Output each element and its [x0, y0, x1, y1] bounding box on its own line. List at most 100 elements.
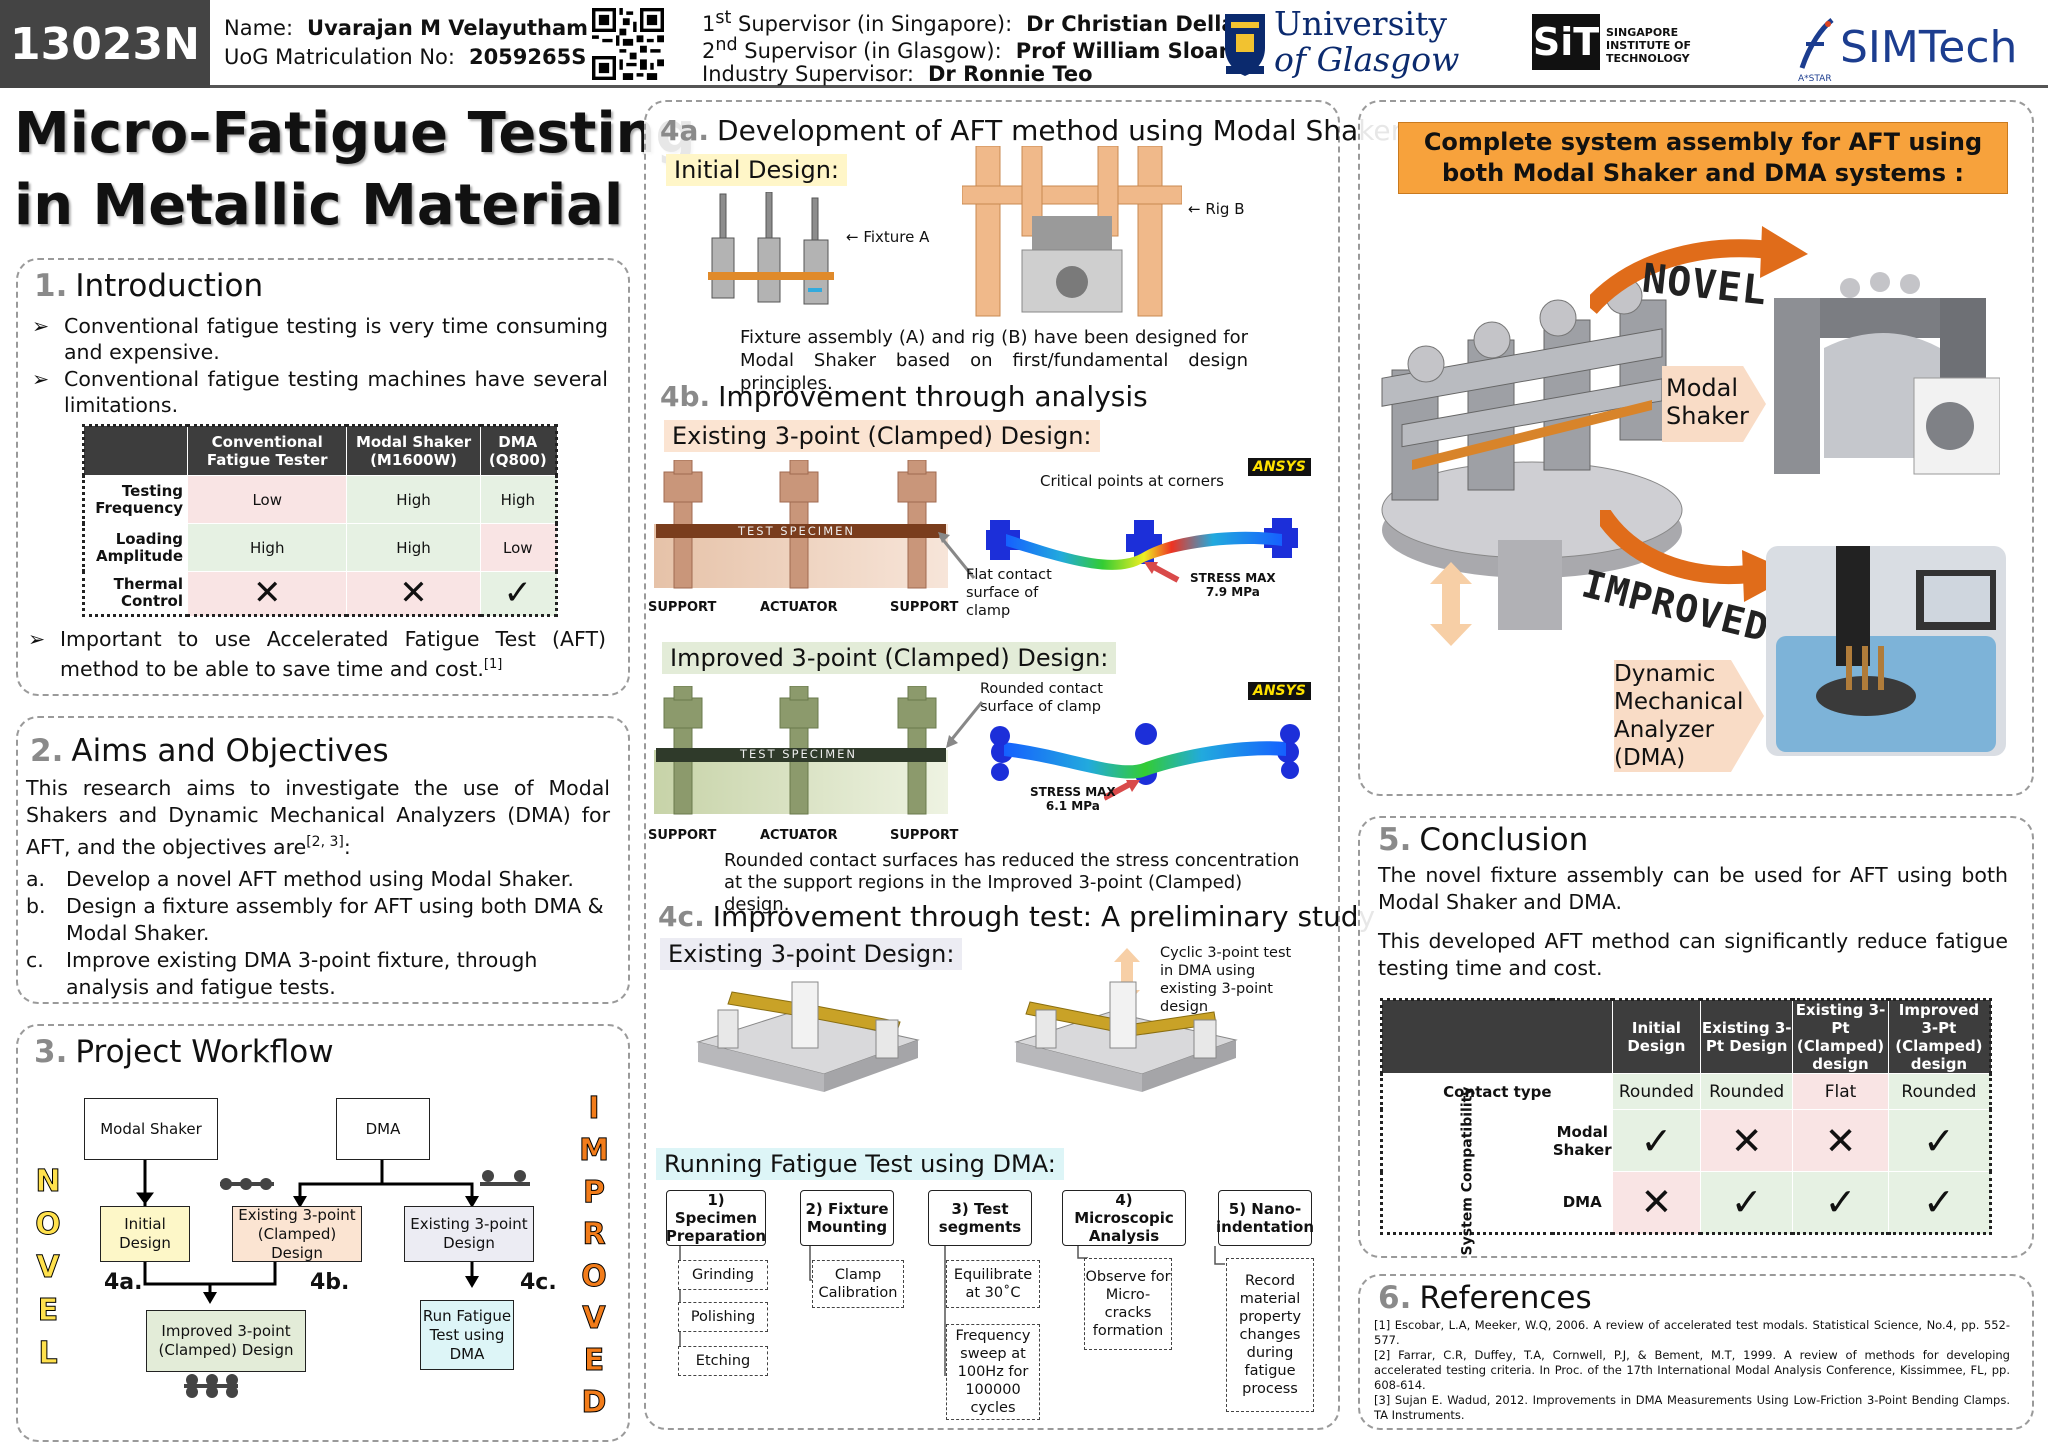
- reference-3: [3] Sujan E. Wadud, 2012. Improvements i…: [1374, 1393, 2010, 1422]
- astar-logo: A*STAR: [1798, 74, 1832, 84]
- cross-icon: ✕: [1792, 1109, 1889, 1172]
- intro-bullet-3: Important to use Accelerated Fatigue Tes…: [28, 626, 606, 682]
- references-heading: 6.References: [1378, 1280, 1592, 1316]
- dma-image: [1766, 546, 2006, 756]
- ansys-logo: ANSYS: [1248, 458, 1311, 476]
- aims-heading: 2.Aims and Objectives: [30, 733, 389, 769]
- industry-supervisor-line: Industry Supervisor:Dr Ronnie Teo: [702, 62, 1093, 86]
- novel-arrow-icon: [1590, 226, 1808, 315]
- supervisor1-line: 1st Supervisor (in Singapore):Dr Christi…: [702, 8, 1236, 36]
- running-fatigue-label: Running Fatigue Test using DMA:: [656, 1148, 1064, 1180]
- sit-logo: SiT: [1532, 14, 1600, 70]
- existing-clamp-diagram: [654, 460, 948, 589]
- s4b-improved-label: Improved 3-point (Clamped) Design:: [662, 642, 1117, 674]
- aims-text: This research aims to investigate the us…: [26, 776, 610, 859]
- s4c-existing-label: Existing 3-point Design:: [660, 938, 963, 970]
- test-specimen-label-2: TEST SPECIMEN: [740, 747, 857, 761]
- poster-id: 13023N: [0, 0, 210, 88]
- modal-row-label: Modal Shaker: [1551, 1109, 1613, 1172]
- simtech-logo: SIMTech: [1840, 22, 2018, 73]
- supervisor2-line: 2nd Supervisor (in Glasgow):Prof William…: [702, 35, 1234, 63]
- rig-b-label: ← Rig B: [1188, 200, 1245, 218]
- conclusion-p2: This developed AFT method can significan…: [1378, 929, 2008, 980]
- table-cell: High: [346, 475, 481, 524]
- vertical-motion-arrow-icon: [1430, 562, 1472, 646]
- check-icon: ✓: [1792, 1171, 1889, 1234]
- col-existing: Existing 3-Pt Design: [1700, 999, 1794, 1074]
- workflow-initial-design: Initial Design: [100, 1206, 190, 1262]
- poster-header: 13023N Name:Uvarajan M Velayutham UoG Ma…: [0, 0, 2048, 88]
- workflow-dma: DMA: [336, 1098, 430, 1160]
- aims-item-c: c.Improve existing DMA 3-point fixture, …: [26, 948, 538, 999]
- conclusion-p1: The novel fixture assembly can be used f…: [1378, 863, 2008, 914]
- s4c-heading: 4c.Improvement through test: A prelimina…: [658, 900, 1376, 933]
- workflow-existing-clamped: Existing 3-point (Clamped) Design: [232, 1206, 362, 1262]
- conclusion-comparison-table: Initial Design Existing 3-Pt Design Exis…: [1380, 998, 1992, 1255]
- table-cell: High: [346, 523, 481, 572]
- simtech-mark-icon: [1799, 18, 1834, 69]
- step-5-nanoindentation: 5) Nano-indentation: [1216, 1190, 1314, 1246]
- aims-item-a: a.Develop a novel AFT method using Modal…: [26, 867, 574, 891]
- cross-icon: ✕: [186, 571, 348, 616]
- actuator-label-2: ACTUATOR: [760, 828, 838, 843]
- qr-code-icon[interactable]: [592, 8, 664, 80]
- rig-b-image: [962, 146, 1182, 317]
- substep-equilibrate: Equilibrate at 30˚C: [946, 1260, 1040, 1308]
- col-modal: Modal Shaker (M1600W): [346, 425, 481, 476]
- col-initial: Initial Design: [1611, 999, 1702, 1074]
- stress-arrow-icon-2: [1104, 780, 1140, 801]
- check-icon: ✓: [1887, 1109, 1992, 1172]
- table-cell: Flat: [1792, 1073, 1889, 1110]
- cyclic-test-label: Cyclic 3-point test in DMA using existin…: [1160, 945, 1292, 1015]
- step-4-microscopic: 4) Microscopic Analysis: [1062, 1190, 1186, 1246]
- cross-icon: ✕: [1700, 1109, 1794, 1172]
- improved-clamp-diagram: [654, 686, 948, 815]
- ansys-logo-2: ANSYS: [1248, 682, 1311, 700]
- modal-shaker-image: [1774, 272, 2000, 475]
- workflow-label-4c: 4c.: [520, 1270, 557, 1295]
- improved-fea-stress-plot: [990, 723, 1300, 785]
- intro-comparison-table: Conventional Fatigue Tester Modal Shaker…: [82, 424, 558, 617]
- existing-3pt-fixture-image-2: [1014, 981, 1238, 1092]
- table-cell: High: [186, 523, 348, 572]
- fixture-a-image: [708, 192, 834, 305]
- workflow-run-test: Run Fatigue Test using DMA: [420, 1300, 514, 1370]
- s4a-caption: Fixture assembly (A) and rig (B) have be…: [740, 327, 1248, 394]
- aims-item-b: b.Design a fixture assembly for AFT usin…: [26, 894, 604, 945]
- sit-name: SINGAPORE INSTITUTE OF TECHNOLOGY: [1606, 26, 1691, 65]
- substep-observe: Observe for Micro-cracks formation: [1084, 1258, 1172, 1350]
- table-cell: Low: [479, 523, 558, 572]
- modal-shaker-label: Modal Shaker: [1662, 366, 1766, 442]
- col-existing-clamped: Existing 3-Pt (Clamped) design: [1792, 999, 1889, 1074]
- row-label: Testing Frequency: [83, 475, 188, 524]
- name-line: Name:Uvarajan M Velayutham: [224, 16, 589, 40]
- col-improved-clamped: Improved 3-Pt (Clamped) design: [1887, 999, 1992, 1074]
- intro-bullet-2: Conventional fatigue testing machines ha…: [32, 366, 608, 418]
- check-icon: ✓: [479, 571, 558, 616]
- references-panel: [1358, 1274, 2034, 1430]
- step-1-specimen-prep: 1) Specimen Preparation: [665, 1190, 767, 1246]
- check-icon: ✓: [1611, 1109, 1702, 1172]
- table-cell: Rounded: [1700, 1073, 1794, 1110]
- matric-line: UoG Matriculation No:2059265S: [224, 45, 587, 69]
- pointer-arrow-2: [946, 701, 984, 748]
- actuator-label: ACTUATOR: [760, 600, 838, 615]
- cross-icon: ✕: [346, 571, 481, 616]
- check-icon: ✓: [1700, 1171, 1794, 1234]
- aims-panel: [16, 716, 630, 1004]
- assembly-title: Complete system assembly for AFT using b…: [1398, 122, 2008, 194]
- stress-arrow-icon: [1144, 562, 1180, 583]
- row-label: Loading Amplitude: [83, 523, 188, 572]
- workflow-improved: Improved 3-point (Clamped) Design: [146, 1310, 306, 1372]
- reference-2: [2] Farrar, C.R, Duffey, T.A, Cornwell, …: [1374, 1348, 2010, 1392]
- test-specimen-label: TEST SPECIMEN: [738, 524, 855, 538]
- s4b-caption: Rounded contact surfaces has reduced the…: [724, 850, 1300, 915]
- poster-title-line2: in Metallic Material: [14, 173, 624, 238]
- reference-1: [1] Escobar, L.A, Meeker, W.Q, 2006. A r…: [1374, 1318, 2010, 1347]
- rounded-contact-label: Rounded contact surface of clamp: [980, 681, 1103, 715]
- dma-label: Dynamic Mechanical Analyzer (DMA): [1614, 660, 1764, 772]
